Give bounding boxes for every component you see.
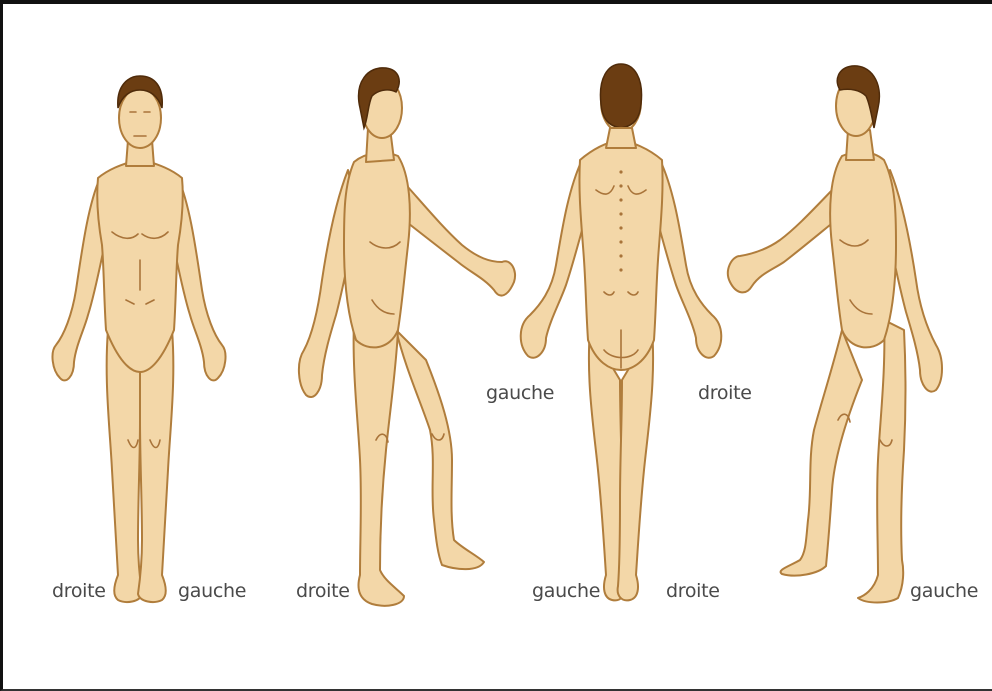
back-right-foot-label: droite [666,580,720,602]
side1-front-leg [354,320,404,606]
front-left-label: gauche [178,580,246,602]
front-view-figure [53,76,226,602]
front-right-label: droite [52,580,106,602]
back-view-figure [521,64,722,600]
side2-torso [830,152,896,348]
front-head [119,88,161,148]
back-hair [600,64,641,128]
side2-back-leg [781,330,862,576]
right-side-view-figure [728,66,942,603]
side1-back-leg [396,330,484,569]
back-left-hand-label: gauche [486,382,554,404]
back-left-foot-label: gauche [532,580,600,602]
side1-torso [344,153,410,348]
side2-left-label: gauche [910,580,978,602]
side1-front-arm [394,176,515,296]
side2-front-leg [858,320,906,603]
back-right-hand-label: droite [698,382,752,404]
side2-front-arm [728,180,846,292]
left-side-view-figure [299,68,515,606]
side-right-label: droite [296,580,350,602]
